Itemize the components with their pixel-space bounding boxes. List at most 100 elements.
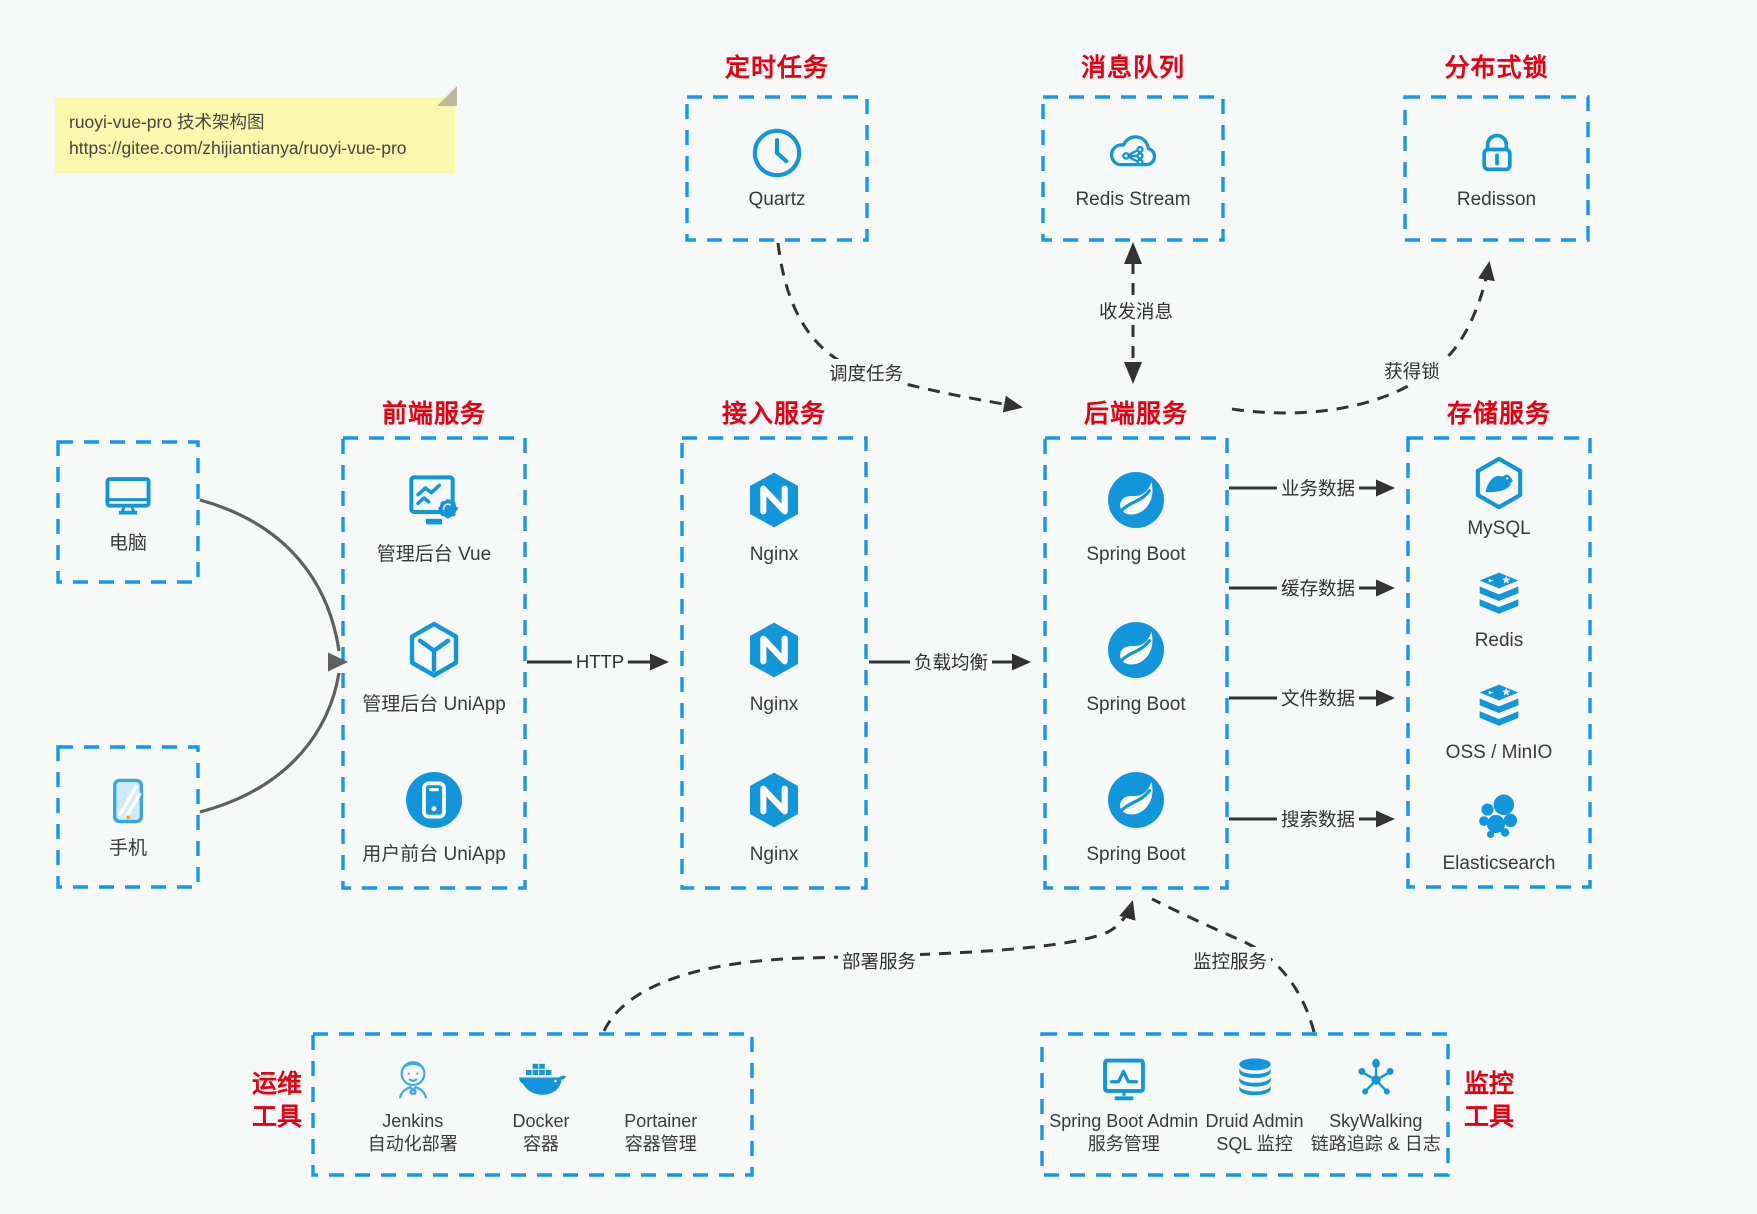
node-label: Nginx	[749, 844, 799, 866]
title-ops-line2: 工具	[251, 1102, 302, 1131]
node-jenkins: Jenkins 自动化部署	[368, 1053, 458, 1157]
edge-label-search-data: 搜索数据	[1276, 805, 1360, 833]
node-label: Jenkins 自动化部署	[368, 1110, 458, 1157]
node-skywalking: SkyWalking 链路追踪 & 日志	[1311, 1053, 1441, 1157]
edge-label-monitor: 监控服务	[1188, 947, 1272, 975]
node-label-line2: 容器管理	[624, 1134, 697, 1154]
title-access: 接入服务	[721, 400, 826, 428]
node-springboot-1: Spring Boot	[1086, 468, 1186, 568]
node-label: Nginx	[749, 544, 799, 565]
jenkins-icon	[387, 1053, 439, 1105]
title-monitor-line2: 工具	[1463, 1102, 1514, 1131]
edge-label-message: 收发消息	[1094, 297, 1178, 325]
edge-label-load-balance: 负载均衡	[909, 648, 993, 676]
skywalking-topology-icon	[1350, 1053, 1402, 1105]
edge-label-deploy: 部署服务	[837, 947, 921, 975]
node-label-line1: Druid Admin	[1205, 1110, 1304, 1131]
pc-connector	[199, 498, 341, 652]
group-pc-client: 电脑	[58, 442, 198, 582]
group-ops-tools: Jenkins 自动化部署 Docker 容器 Portainer 容器管理	[313, 1034, 752, 1175]
title-scheduled-jobs: 定时任务	[724, 54, 829, 82]
node-label-line2: 链路追踪 & 日志	[1310, 1134, 1441, 1154]
node-label-line1: SkyWalking	[1329, 1110, 1423, 1131]
note-fold-corner	[437, 86, 457, 106]
uniapp-cube-icon	[402, 618, 466, 682]
node-label: Spring Boot	[1086, 544, 1186, 565]
group-monitor-tools: Spring Boot Admin 服务管理 Druid Admin SQL 监…	[1042, 1034, 1448, 1175]
node-label: Nginx	[749, 694, 799, 716]
admin-vue-icon	[402, 468, 466, 532]
edge-label-lock: 获得锁	[1380, 357, 1444, 385]
node-label: 管理后台 Vue	[376, 544, 492, 565]
group-scheduled-jobs: Quartz	[687, 97, 867, 240]
node-redisson: Redisson	[1457, 125, 1536, 213]
node-label: 手机	[108, 838, 147, 860]
node-label: Docker 容器	[512, 1110, 569, 1157]
node-label-line2: 容器	[522, 1134, 559, 1154]
node-druid-admin: Druid Admin SQL 监控	[1206, 1053, 1304, 1157]
edge-label-http: HTTP	[571, 650, 629, 674]
node-elasticsearch: Elasticsearch	[1443, 789, 1556, 877]
node-label: Spring Boot	[1086, 844, 1186, 866]
admin-monitor-icon	[1098, 1053, 1150, 1105]
node-pc: 电脑	[99, 467, 157, 557]
group-frontend: 管理后台 Vue 管理后台 UniApp 用户前台 UniApp	[343, 438, 525, 888]
node-label: Redisson	[1456, 188, 1537, 210]
lock-arrow	[1231, 261, 1495, 415]
redis-icon	[1470, 566, 1528, 624]
group-backend: Spring Boot Spring Boot Spring Boot	[1045, 438, 1227, 888]
node-label-line2: 服务管理	[1087, 1134, 1160, 1154]
node-phone: 手机	[99, 772, 157, 862]
group-storage: MySQL Redis OSS / MinIO Elasticsearch	[1408, 438, 1590, 887]
group-access: Nginx Nginx Nginx	[682, 438, 866, 888]
node-label: 用户前台 UniApp	[362, 844, 506, 866]
phone-icon	[99, 772, 157, 830]
node-label: OSS / MinIO	[1445, 741, 1553, 763]
node-label: Spring Boot	[1086, 694, 1186, 716]
docker-icon	[515, 1053, 567, 1105]
node-nginx-2: Nginx	[742, 618, 806, 718]
node-label-line1: Portainer	[624, 1110, 698, 1131]
node-label-line1: Spring Boot Admin	[1049, 1110, 1199, 1131]
mobile-app-icon	[402, 768, 466, 832]
phone-connector	[199, 672, 341, 814]
edge-label-file-data: 文件数据	[1276, 684, 1360, 712]
nginx-icon	[742, 618, 806, 682]
node-springboot-2: Spring Boot	[1086, 618, 1186, 718]
node-nginx-3: Nginx	[742, 768, 806, 868]
message-arrowhead-down	[1124, 362, 1142, 384]
oss-stack-icon	[1470, 678, 1528, 736]
spring-icon	[1104, 618, 1168, 682]
group-message-queue: Redis Stream	[1043, 97, 1223, 240]
node-label: Redis	[1474, 629, 1524, 651]
node-nginx-1: Nginx	[742, 468, 806, 568]
title-monitor-tools: 监控 工具	[1458, 1068, 1520, 1133]
title-backend: 后端服务	[1083, 400, 1188, 428]
node-oss-minio: OSS / MinIO	[1445, 678, 1553, 766]
lock-icon	[1469, 125, 1525, 181]
node-redis: Redis	[1470, 566, 1528, 654]
elasticsearch-icon	[1470, 789, 1528, 847]
title-ops-tools: 运维 工具	[246, 1068, 308, 1133]
node-label: 电脑	[108, 533, 147, 555]
note-title: ruoyi-vue-pro 技术架构图	[69, 112, 265, 132]
title-monitor-line1: 监控	[1463, 1070, 1514, 1098]
node-mysql: MySQL	[1467, 454, 1531, 542]
clock-icon	[749, 125, 805, 181]
nginx-icon	[742, 768, 806, 832]
node-label: SkyWalking 链路追踪 & 日志	[1311, 1110, 1441, 1157]
group-distributed-lock: Redisson	[1405, 97, 1588, 240]
node-label: 管理后台 UniApp	[362, 694, 506, 716]
node-label: Redis Stream	[1075, 188, 1191, 210]
title-message-queue: 消息队列	[1080, 54, 1185, 82]
node-springboot-3: Spring Boot	[1086, 768, 1186, 868]
node-admin-uniapp: 管理后台 UniApp	[362, 618, 506, 718]
node-label-line1: Jenkins	[382, 1110, 444, 1131]
mysql-icon	[1470, 454, 1528, 512]
edge-label-cache-data: 缓存数据	[1276, 574, 1360, 602]
message-arrowhead-up	[1124, 242, 1142, 264]
note-url: https://gitee.com/zhijiantianya/ruoyi-vu…	[69, 138, 407, 159]
node-label-line2: SQL 监控	[1216, 1134, 1293, 1154]
node-admin-vue: 管理后台 Vue	[377, 468, 491, 568]
